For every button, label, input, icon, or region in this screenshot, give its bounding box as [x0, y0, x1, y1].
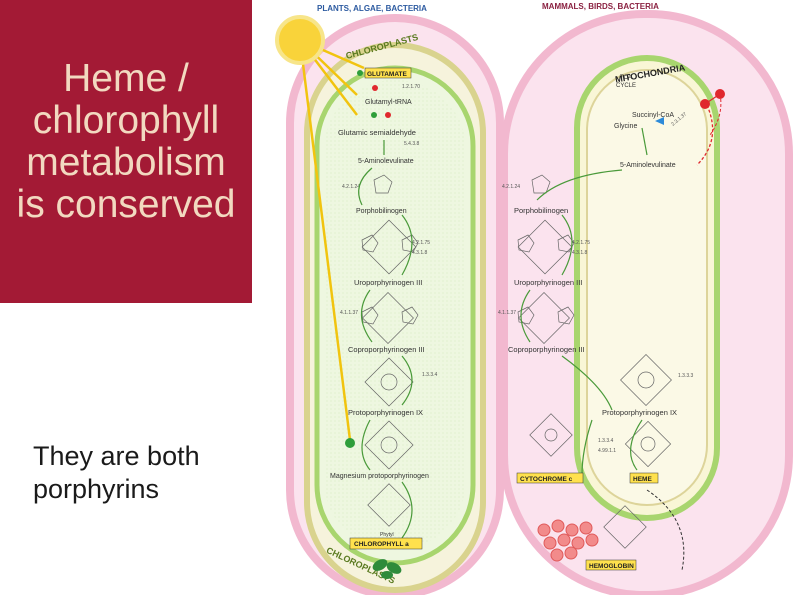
- hemoglobin-molecule: [603, 505, 647, 549]
- left-pbg-label: Porphobilinogen: [356, 208, 407, 215]
- right-ec-8: 1.3.3.3: [678, 373, 694, 379]
- right-ec-3: 4.2.1.75: [572, 240, 590, 246]
- left-ec-2: 5.4.3.8: [404, 141, 420, 147]
- left-pbg-molecule: [373, 174, 393, 194]
- chlorophyll-molecule: [367, 483, 411, 527]
- right-header: MAMMALS, BIRDS, BACTERIA: [542, 2, 659, 11]
- heme-box: [629, 472, 659, 484]
- right-copro-label: Coproporphyrinogen III: [508, 345, 585, 354]
- import-arrow-icon: [655, 117, 664, 125]
- hemoglobin-label: HEMOGLOBIN: [589, 563, 634, 570]
- right-proto-molecule: [620, 354, 672, 406]
- left-header: PLANTS, ALGAE, BACTERIA: [317, 4, 427, 13]
- chlorophyll-box: [349, 537, 423, 550]
- red-blood-cells-icon: [537, 519, 599, 562]
- left-ec-1: 1.2.1.70: [402, 84, 420, 90]
- gsa-label: Glutamic semialdehyde: [338, 128, 416, 137]
- heme-molecule-icon: [372, 85, 378, 91]
- leaf-icon: [372, 559, 402, 579]
- left-uro-molecule: [361, 219, 419, 275]
- glutamyl-trna-label: Glutamyl-tRNA: [365, 99, 412, 106]
- mg-insertion-point: [345, 438, 355, 448]
- heme-label: HEME: [633, 476, 652, 483]
- glutamate-label: GLUTAMATE: [367, 71, 407, 78]
- left-proto-molecule: [364, 357, 414, 407]
- right-ec-5: 4.1.1.37: [498, 310, 516, 316]
- left-copro-label: Coproporphyrinogen III: [348, 345, 425, 354]
- left-ec-3: 4.2.1.24: [342, 184, 360, 190]
- succinyl-coa-label: Succinyl-CoA: [632, 112, 674, 119]
- cytochrome-label: CYTOCHROME c: [520, 476, 573, 483]
- chlorophyll-molecule-icon: [357, 70, 363, 76]
- glutamate-box: [364, 67, 412, 79]
- right-ec-4: 4.3.1.8: [572, 250, 588, 256]
- hemoglobin-box: [585, 559, 637, 571]
- left-ec-7: 1.3.3.4: [422, 372, 438, 378]
- right-ec-7: 4.99.1.1: [598, 448, 616, 454]
- left-mg-molecule: [364, 420, 414, 470]
- right-uro-label: Uroporphyrinogen III: [514, 278, 582, 287]
- cytochrome-box: [516, 472, 584, 484]
- heme-chlorophyll-pathway-diagram: PLANTS, ALGAE, BACTERIA MAMMALS, BIRDS, …: [275, 2, 793, 595]
- left-ec-5: 4.3.1.8: [412, 250, 428, 256]
- right-ala-label: 5-Aminolevulinate: [620, 162, 676, 169]
- slide-title: Heme / chlorophyll metabolism is conserv…: [16, 57, 236, 226]
- left-ec-4: 4.2.1.75: [412, 240, 430, 246]
- heme-molecule: [624, 420, 672, 468]
- chlorophyll-label: CHLOROPHYLL a: [354, 541, 409, 548]
- right-pbg-label: Porphobilinogen: [514, 206, 568, 215]
- right-proto-label: Protoporphyrinogen IX: [602, 408, 677, 417]
- left-proto-label: Protoporphyrinogen IX: [348, 408, 423, 417]
- right-ec-6: 1.3.3.4: [598, 438, 614, 444]
- slide-subtitle: They are both porphyrins: [33, 441, 200, 504]
- right-copro-molecule: [517, 292, 575, 344]
- left-ala-label: 5-Aminolevulinate: [358, 158, 414, 165]
- sun-icon: [275, 15, 325, 65]
- phytyl-label: Phytyl: [380, 532, 394, 538]
- glycine-label: Glycine: [614, 123, 637, 130]
- left-uro-label: Uroporphyrinogen III: [354, 278, 422, 287]
- cytochrome-molecule: [529, 413, 573, 457]
- left-copro-molecule: [361, 292, 419, 344]
- mg-proto-label: Magnesium protoporphyrinogen: [330, 473, 429, 480]
- title-block: Heme / chlorophyll metabolism is conserv…: [0, 0, 252, 303]
- right-ec-2: 4.2.1.24: [502, 184, 520, 190]
- right-pbg-molecule: [531, 174, 551, 194]
- left-ec-6: 4.1.1.37: [340, 310, 358, 316]
